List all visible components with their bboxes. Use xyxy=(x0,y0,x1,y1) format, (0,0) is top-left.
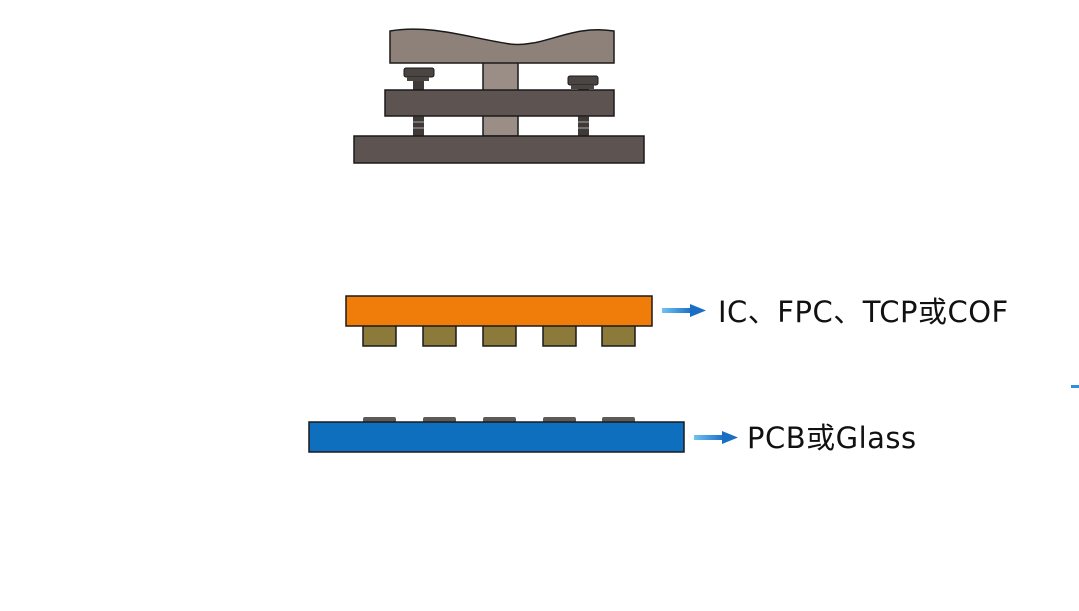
chip-bump xyxy=(482,323,517,347)
bonding-press-icon xyxy=(353,28,645,164)
chip-bump xyxy=(422,323,457,347)
right-arrow-icon xyxy=(694,431,738,444)
chip-bump xyxy=(362,323,397,347)
right-arrow-icon xyxy=(662,304,706,317)
chip-bump xyxy=(542,323,577,347)
substrate-body xyxy=(308,421,685,453)
chip-label: IC、FPC、TCP或COF xyxy=(718,295,1009,329)
press-base-plate xyxy=(353,135,645,164)
chip-component xyxy=(345,295,653,347)
substrate-label: PCB或Glass xyxy=(747,421,917,455)
chip-bump xyxy=(601,323,636,347)
press-head xyxy=(389,28,615,64)
edge-mark xyxy=(1071,385,1079,388)
substrate-component xyxy=(308,417,685,453)
press-middle-plate xyxy=(384,89,615,117)
chip-body xyxy=(345,295,653,327)
